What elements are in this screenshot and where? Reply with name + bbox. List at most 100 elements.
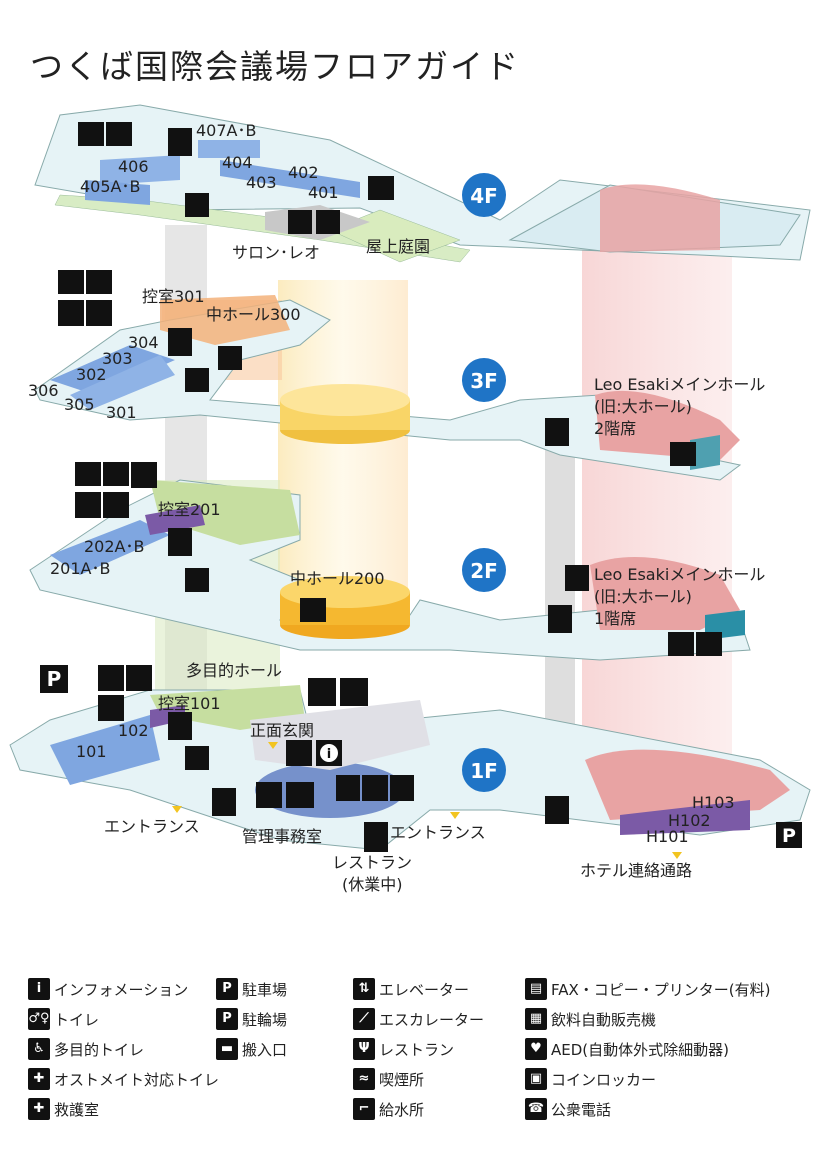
main-hall-2f-line2: (旧:大ホール) [594, 587, 692, 606]
toilet-icon [98, 665, 124, 691]
legend-item: ✚救護室 [28, 1098, 99, 1120]
room-406: 406 [118, 157, 149, 176]
svg-text:1F: 1F [470, 759, 498, 783]
floor-map: 4F 3F 2F 1F P [9, 104, 811, 894]
svg-text:2F: 2F [470, 559, 498, 583]
fax-copy-icon [256, 782, 282, 808]
room-401: 401 [308, 183, 339, 202]
toilet-icon [670, 442, 696, 466]
main-entrance: 正面玄関 [250, 721, 314, 740]
escalator-icon: ⟋ [353, 1008, 375, 1030]
legend-item: ♥AED(自動体外式除細動器) [525, 1038, 729, 1060]
accessible-toilet-icon [86, 270, 112, 294]
room-201: 201A･B [50, 559, 110, 578]
toilet-icon [368, 176, 394, 200]
legend-label: 救護室 [54, 1100, 100, 1119]
water-fountain-icon [288, 210, 312, 234]
room-304: 304 [128, 333, 159, 352]
room-h102: H102 [668, 811, 711, 830]
toilet-icon: ♂♀ [28, 1008, 50, 1030]
floor-badge-3f: 3F [462, 358, 506, 402]
legend-label: 給水所 [379, 1100, 425, 1119]
vending-machine-icon [103, 492, 129, 518]
accessible-toilet-icon [696, 632, 722, 656]
water-fountain-icon: ⌐ [353, 1098, 375, 1120]
aed-icon: ♥ [525, 1038, 547, 1060]
legend-label: 搬入口 [242, 1040, 288, 1059]
ostomate-toilet-icon [131, 462, 157, 488]
room-301: 301 [106, 403, 137, 422]
floor-badge-1f: 1F [462, 748, 506, 792]
accessible-toilet-icon [126, 665, 152, 691]
main-hall-3f-line3: 2階席 [594, 419, 636, 438]
vending-machine-icon [390, 775, 414, 801]
vending-machine-icon: ▦ [525, 1008, 547, 1030]
smoking-icon: ≈ [353, 1068, 375, 1090]
room-202: 202A･B [84, 537, 144, 556]
legend-item: ♂♀トイレ [28, 1008, 99, 1030]
legend-label: 駐車場 [242, 980, 288, 999]
svg-text:P: P [782, 825, 796, 847]
legend-item: ▦飲料自動販売機 [525, 1008, 656, 1030]
main-hall-shaft [582, 230, 732, 810]
vending-machine-icon [86, 300, 112, 326]
legend-item: ⟋エスカレーター [353, 1008, 484, 1030]
legend-label: 飲料自動販売機 [551, 1010, 657, 1029]
parking-icon: P [40, 665, 68, 693]
hall-300: 中ホール300 [206, 305, 301, 324]
aed-icon [218, 346, 242, 370]
smoking-icon [340, 678, 368, 706]
restaurant-icon [364, 822, 388, 852]
entrance-marker [672, 852, 682, 859]
vending-machine-icon [316, 210, 340, 234]
hall-200: 中ホール200 [290, 569, 385, 588]
control-room-301: 控室301 [142, 287, 205, 306]
salon-leo: サロン･レオ [232, 243, 320, 262]
room-403: 403 [246, 173, 277, 192]
toilet-icon [362, 775, 388, 801]
legend-item: ≈喫煙所 [353, 1068, 424, 1090]
elevator-icon [545, 796, 569, 824]
toilet-icon [75, 462, 101, 486]
legend-item: ✚オストメイト対応トイレ [28, 1068, 219, 1090]
first-aid-icon [286, 782, 314, 808]
coin-locker-icon [336, 775, 360, 801]
legend-label: トイレ [54, 1010, 100, 1029]
fax-copy-icon: ▤ [525, 978, 547, 1000]
parking-icon: P [776, 822, 802, 848]
legend-label: コインロッカー [551, 1070, 657, 1089]
coin-locker-icon: ▣ [525, 1068, 547, 1090]
entrance-center: エントランス [390, 823, 486, 842]
aed-icon [286, 740, 312, 766]
legend-label: エレベーター [379, 980, 470, 999]
bicycle-parking-icon [308, 678, 336, 706]
room-102: 102 [118, 721, 149, 740]
toilet-icon [300, 598, 326, 622]
legend-item: ▬搬入口 [216, 1038, 287, 1060]
legend-label: エスカレーター [379, 1010, 485, 1029]
floor-badge-2f: 2F [462, 548, 506, 592]
escalator-icon [185, 368, 209, 392]
legend-label: FAX・コピー・プリンター(有料) [551, 980, 771, 999]
water-fountain-icon [75, 492, 101, 518]
legend-label: AED(自動体外式除細動器) [551, 1040, 729, 1059]
hall-cylinder-3f [280, 384, 410, 444]
bicycle-parking-icon: P [216, 1008, 238, 1030]
entrance-marker [450, 812, 460, 819]
restaurant-status: (休業中) [342, 875, 403, 894]
main-hall-3f-line1: Leo Esakiメインホール [594, 375, 765, 394]
legend-label: 公衆電話 [551, 1100, 612, 1119]
ostomate-toilet-icon: ✚ [28, 1068, 50, 1090]
svg-text:3F: 3F [470, 369, 498, 393]
room-302: 302 [76, 365, 107, 384]
room-405: 405A･B [80, 177, 140, 196]
elevator-icon [545, 418, 569, 446]
legend-label: インフォメーション [54, 980, 189, 999]
entrance-west: エントランス [104, 817, 200, 836]
svg-text:4F: 4F [470, 184, 498, 208]
elevator-icon [548, 605, 572, 633]
escalator-icon [185, 193, 209, 217]
